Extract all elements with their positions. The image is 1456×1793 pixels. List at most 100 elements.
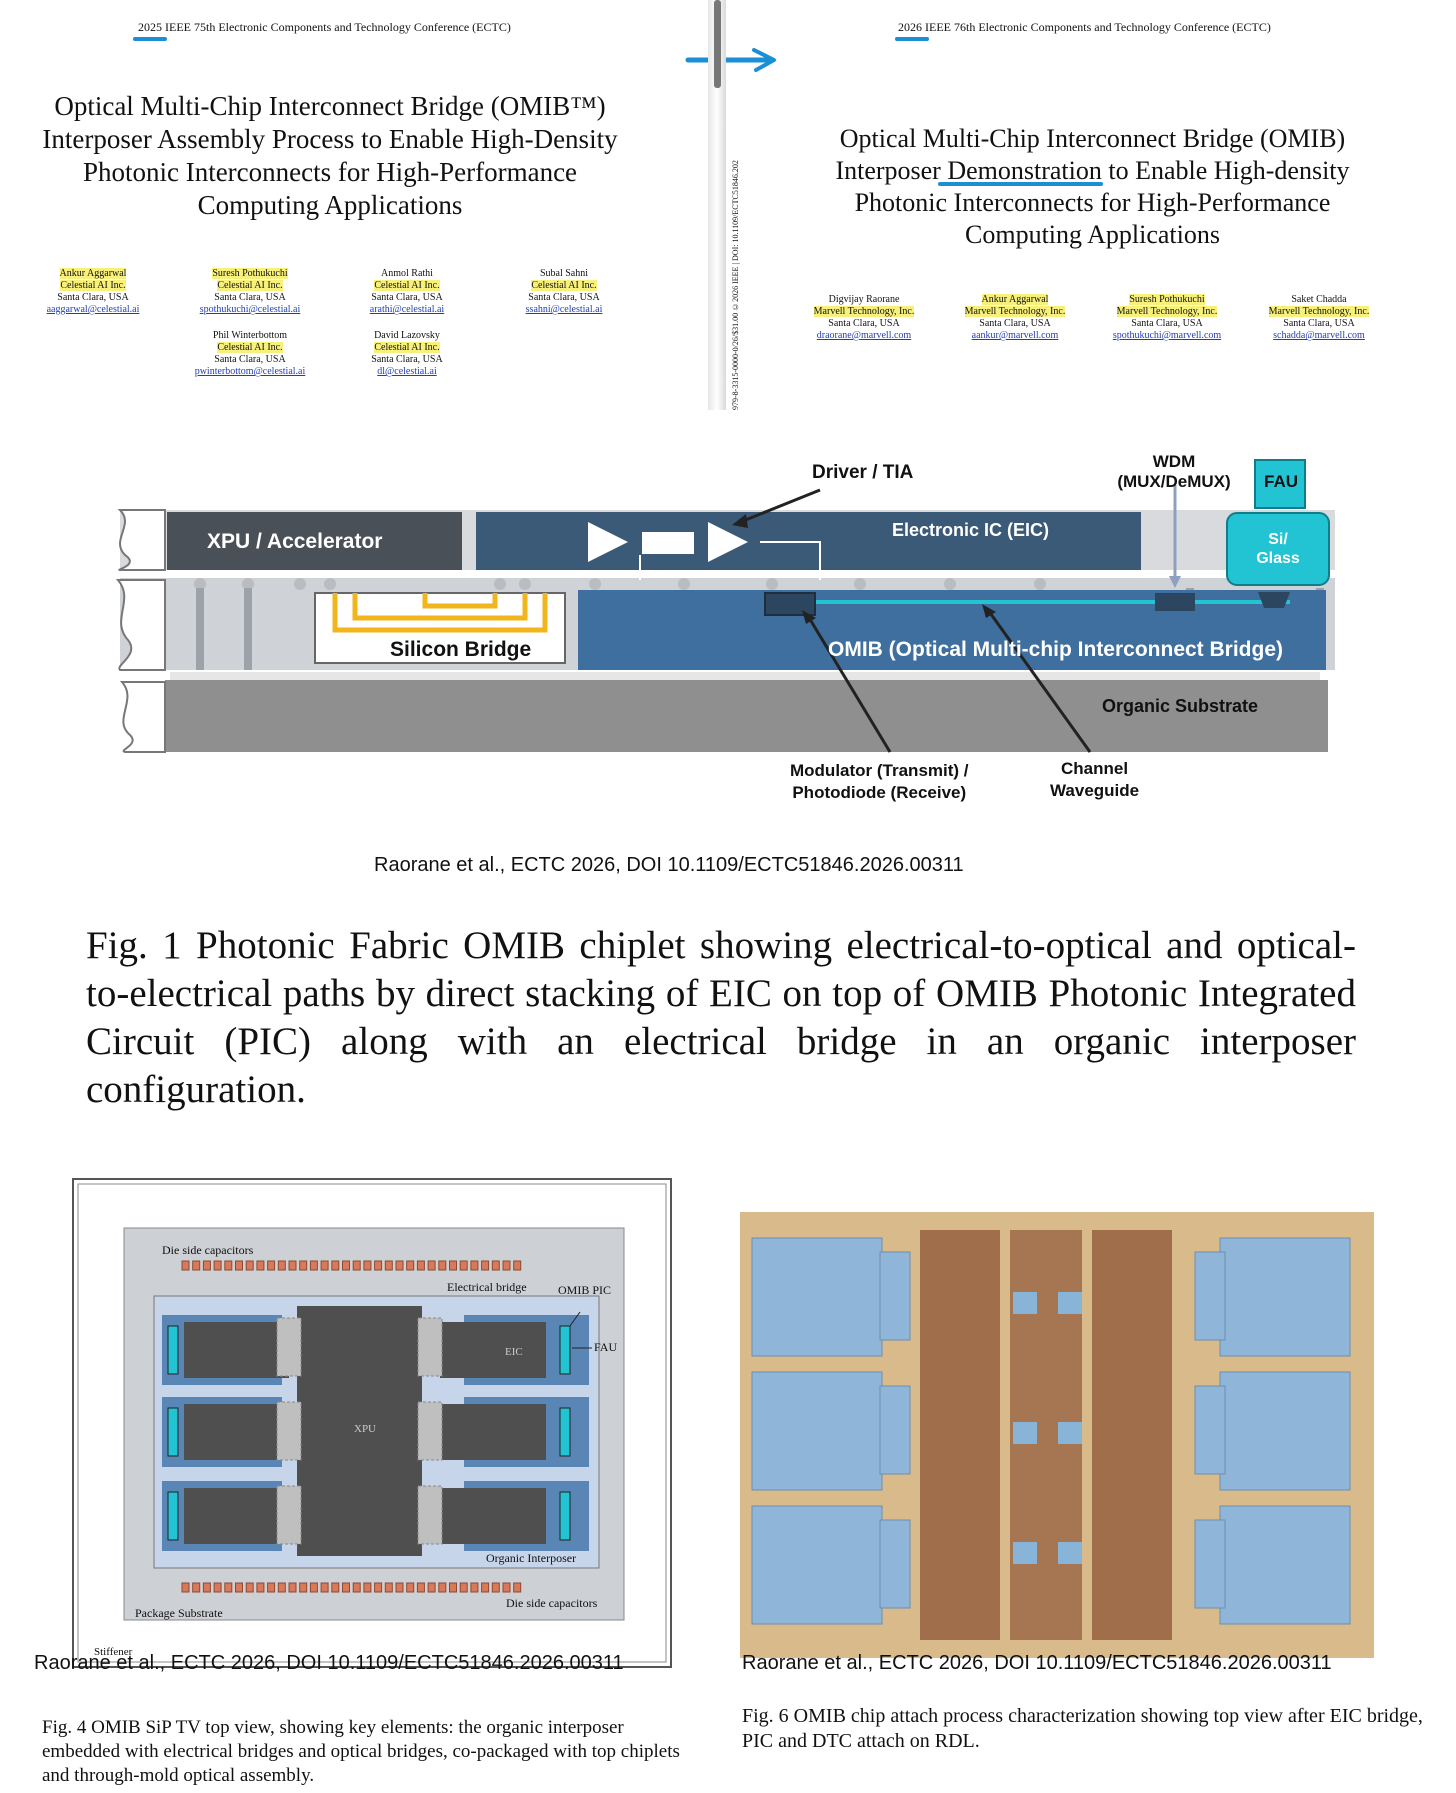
callout-arrows: [732, 485, 1181, 753]
xpu-die: [297, 1306, 422, 1556]
right-author-block: Saket Chadda Marvell Technology, Inc. Sa…: [1244, 294, 1394, 342]
capacitor: [513, 1260, 522, 1271]
author-email-link[interactable]: dl@celestial.ai: [377, 366, 437, 377]
left-conference-header: 2025 IEEE 75th Electronic Components and…: [138, 20, 511, 34]
driver-triangle-icon: [588, 522, 628, 562]
author-affiliation: Celestial AI Inc.: [217, 342, 283, 353]
die-side-capacitors-top: [181, 1260, 522, 1271]
capacitor: [299, 1260, 308, 1271]
fau-label: FAU: [594, 1340, 618, 1354]
capacitor: [299, 1582, 308, 1593]
left-author-block: Suresh Pothukuchi Celestial AI Inc. Sant…: [175, 268, 325, 316]
omib-label: OMIB (Optical Multi-chip Interconnect Br…: [828, 638, 1284, 661]
capacitor: [481, 1582, 490, 1593]
xpu-label: XPU: [354, 1423, 377, 1435]
left-author-block: David Lazovsky Celestial AI Inc. Santa C…: [332, 330, 482, 378]
capacitor: [331, 1582, 340, 1593]
author-location: Santa Clara, USA: [979, 318, 1051, 329]
stiffener-label: Stiffener: [94, 1646, 133, 1658]
right-title-line: Computing Applications: [965, 220, 1220, 249]
capacitor: [181, 1582, 190, 1593]
author-name: Digvijay Raorane: [828, 294, 900, 305]
capacitor: [395, 1582, 404, 1593]
eic-label: EIC: [505, 1346, 523, 1358]
capacitor: [459, 1260, 468, 1271]
eic-label: Electronic IC (EIC): [892, 520, 1050, 540]
capacitor: [352, 1260, 361, 1271]
torn-edge-bottom: [119, 681, 166, 753]
capacitor: [438, 1260, 447, 1271]
author-email-link[interactable]: schadda@marvell.com: [1273, 330, 1365, 341]
author-email-link[interactable]: spothukuchi@marvell.com: [1112, 330, 1222, 341]
author-name: David Lazovsky: [374, 330, 440, 341]
author-location: Santa Clara, USA: [528, 292, 600, 303]
fig6-svg: [740, 1212, 1374, 1658]
capacitor: [277, 1260, 286, 1271]
author-email-link[interactable]: arathi@celestial.ai: [369, 304, 445, 315]
capacitor: [491, 1582, 500, 1593]
organic-substrate: [165, 680, 1328, 752]
wdm-label: WDM (MUX/DeMUX): [1117, 452, 1231, 491]
left-eic-stack: [162, 1315, 289, 1551]
capacitor: [427, 1260, 436, 1271]
left-author-block: Anmol Rathi Celestial AI Inc. Santa Clar…: [332, 268, 482, 316]
capacitor: [427, 1582, 436, 1593]
capacitor: [363, 1260, 372, 1271]
dtc-strip: [1092, 1230, 1172, 1640]
capacitor: [470, 1260, 479, 1271]
annotation-arrow-icon: [685, 48, 776, 72]
author-affiliation: Marvell Technology, Inc.: [1116, 306, 1218, 317]
capacitor: [481, 1260, 490, 1271]
fig1-diagram: Driver / TIA WDM (MUX/DeMUX) FAU Si/ Gla…: [0, 430, 1456, 810]
capacitor: [181, 1260, 190, 1271]
die-side-capacitors-bottom: [181, 1582, 522, 1593]
waveguide-label: Channel Waveguide: [1050, 759, 1140, 800]
author-email-link[interactable]: pwinterbottom@celestial.ai: [194, 366, 306, 377]
fig1-caption: Fig. 1 Photonic Fabric OMIB chiplet show…: [86, 924, 1356, 1111]
capacitor: [245, 1260, 254, 1271]
capacitor: [352, 1582, 361, 1593]
author-affiliation: Marvell Technology, Inc.: [1268, 306, 1370, 317]
author-affiliation: Celestial AI Inc.: [374, 280, 440, 291]
electrical-bridges: [276, 1317, 443, 1545]
author-email-link[interactable]: spothukuchi@celestial.ai: [199, 304, 301, 315]
author-name: Ankur Aggarwal: [981, 294, 1049, 305]
page-gutter: [708, 0, 726, 410]
capacitor: [309, 1260, 318, 1271]
right-title-line: Optical Multi-Chip Interconnect Bridge (…: [839, 124, 1346, 153]
annotation-underline-demonstration: [938, 182, 1103, 186]
capacitor: [459, 1582, 468, 1593]
page-gutter-shadow: [714, 0, 721, 88]
tia-block: [642, 532, 694, 554]
capacitor: [288, 1260, 297, 1271]
si-glass-block: [1226, 512, 1330, 586]
capacitor: [449, 1260, 457, 1271]
fig4-diagram: Die side capacitors Electrical bridge OM…: [72, 1178, 672, 1668]
author-email-link[interactable]: aankur@marvell.com: [971, 330, 1059, 341]
fig6-photo: [740, 1212, 1374, 1658]
c4-bumps: [170, 672, 1320, 680]
capacitor: [342, 1582, 350, 1593]
author-email-link[interactable]: draorane@marvell.com: [816, 330, 912, 341]
author-email-link[interactable]: ssahni@celestial.ai: [525, 304, 603, 315]
capacitor: [224, 1260, 233, 1271]
author-location: Santa Clara, USA: [371, 354, 443, 365]
die-caps-top-label: Die side capacitors: [162, 1243, 254, 1257]
right-eic-stack: [440, 1315, 589, 1551]
capacitor: [192, 1260, 201, 1271]
author-email-link[interactable]: aaggarwal@celestial.ai: [46, 304, 140, 315]
fau-block: [1254, 459, 1306, 509]
author-location: Santa Clara, USA: [214, 292, 286, 303]
right-conference-header: 2026 IEEE 76th Electronic Components and…: [898, 20, 1271, 34]
dtc-strip: [920, 1230, 1000, 1640]
author-location: Santa Clara, USA: [57, 292, 129, 303]
fig1-svg: [115, 459, 1335, 753]
capacitor: [438, 1582, 447, 1593]
capacitor: [256, 1582, 265, 1593]
author-name: Ankur Aggarwal: [59, 268, 127, 279]
capacitor: [374, 1260, 383, 1271]
capacitor: [213, 1582, 222, 1593]
capacitor: [331, 1260, 340, 1271]
capacitor: [395, 1260, 404, 1271]
capacitor: [416, 1260, 425, 1271]
